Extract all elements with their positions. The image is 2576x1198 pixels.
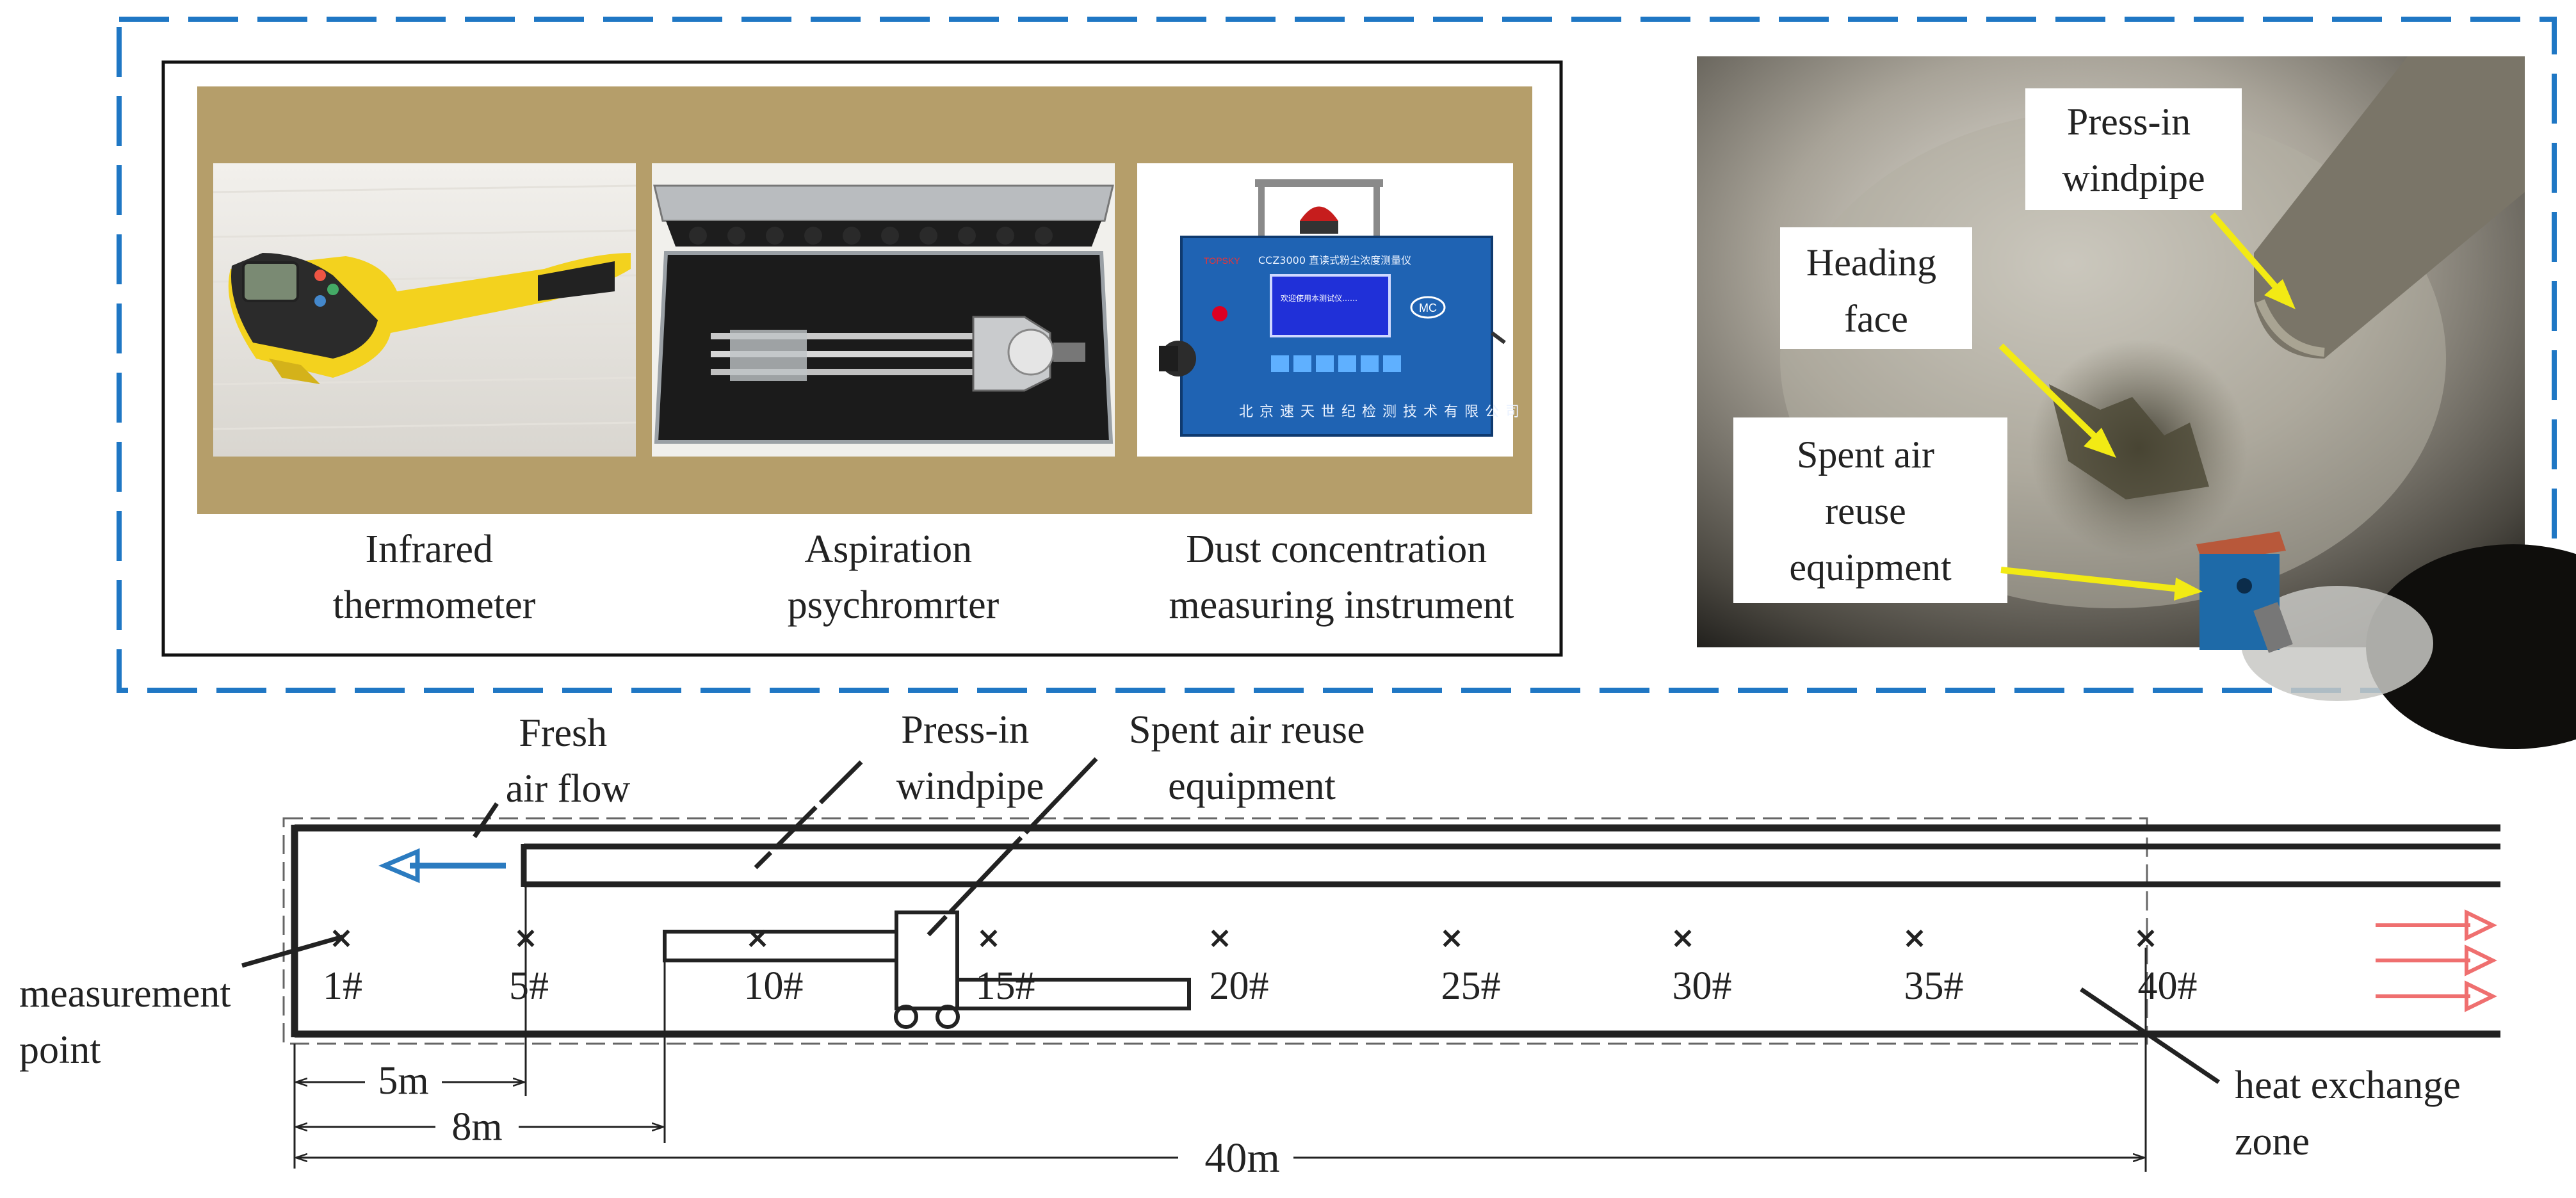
fresh-air-flow-arrow (378, 848, 506, 884)
point-35: × 35# (1902, 920, 1964, 1008)
svg-text:1#: 1# (323, 964, 362, 1008)
windpipe-leader (754, 760, 863, 870)
dust-meter-brand: TOPSKY (1204, 255, 1240, 266)
dust-meter-caption: Dust concentration measuring instrument (1169, 528, 1514, 627)
point-5: × 5# (509, 920, 549, 1008)
point-10: × 10# (744, 920, 804, 1008)
point-25: × 25# (1439, 920, 1501, 1008)
fresh-air-leader (473, 802, 499, 838)
site-photo-reuse-equipment (2196, 531, 2293, 653)
thermometer-caption: Infrared thermometer (333, 528, 536, 627)
svg-text:30#: 30# (1673, 964, 1732, 1008)
heat-exchange-zone-box (282, 817, 2148, 1045)
svg-text:40#: 40# (2138, 964, 2198, 1008)
instruments-panel: TOPSKY CCZ3000 直读式粉尘浓度测量仪 欢迎使用本测试仪…… MC … (161, 60, 1563, 657)
svg-text:×: × (745, 920, 770, 955)
point-20: × 20# (1208, 920, 1269, 1008)
point-1: × 1# (323, 920, 362, 1008)
dust-meter-model: CCZ3000 直读式粉尘浓度测量仪 (1258, 254, 1411, 266)
callout-press-in-windpipe: Press-in windpipe (2025, 88, 2296, 309)
heat-zone-leader (2080, 987, 2220, 1084)
dust-meter-maker: 北京速天世纪检测技术有限公司 (1239, 404, 1526, 420)
dust-meter-photo: TOPSKY CCZ3000 直读式粉尘浓度测量仪 欢迎使用本测试仪…… MC … (1137, 163, 1526, 457)
heat-outflow-arrows (2376, 909, 2497, 1012)
svg-text:×: × (1671, 920, 1696, 955)
svg-text:Press-in windpipe: Press-in windpipe (2062, 101, 2205, 199)
instrument-dashed-frame (117, 17, 2557, 693)
svg-text:Spent air reuse: Spent air reuse equipment (1789, 433, 1952, 588)
windpipe-label: Press-in windpipe (896, 708, 1044, 808)
svg-text:×: × (976, 920, 1001, 955)
measurement-point-label: measurement point (19, 972, 241, 1072)
site-photo: Press-in windpipe Heading face Spent air… (1697, 56, 2576, 749)
equipment-leader (927, 757, 1098, 937)
psychrometer-caption: Aspiration psychromrter (788, 528, 1000, 627)
fresh-air-flow-label: Fresh air flow (506, 711, 631, 811)
callout-reuse-equipment: Spent air reuse equipment (1733, 417, 2203, 603)
svg-text:15#: 15# (976, 964, 1035, 1008)
point-15: × 15# (976, 920, 1035, 1008)
svg-text:25#: 25# (1441, 964, 1501, 1008)
spent-air-reuse-equipment (663, 911, 1191, 1029)
svg-text:×: × (1439, 920, 1464, 955)
svg-text:MC: MC (1419, 302, 1437, 314)
svg-text:35#: 35# (1904, 964, 1964, 1008)
callout-heading-face: Heading face (1780, 227, 2116, 458)
tunnel-layout-diagram: × 1# × 5# × 10# × 15# × 20# × 25# (19, 708, 2500, 1183)
psychrometer-case-photo (652, 163, 1115, 457)
svg-text:20#: 20# (1210, 964, 1269, 1008)
svg-text:5#: 5# (509, 964, 549, 1008)
dust-meter-badge: MC (1410, 296, 1446, 319)
leader-lines (241, 757, 2220, 1084)
measurement-point-leader (241, 934, 343, 968)
svg-text:Heading face: Heading face (1806, 241, 1946, 340)
heat-exchange-zone-label: heat exchange zone (2235, 1064, 2470, 1163)
dimension-5m-label: 5m (378, 1059, 428, 1103)
point-30: × 30# (1671, 920, 1732, 1008)
reuse-equipment-label: Spent air reuse equipment (1129, 708, 1375, 808)
measurement-points: × 1# × 5# × 10# × 15# × 20# × 25# (323, 920, 2198, 1008)
site-photo-windpipe (2254, 56, 2525, 359)
svg-text:10#: 10# (744, 964, 804, 1008)
point-40: × 40# (2134, 920, 2198, 1008)
svg-text:×: × (1208, 920, 1233, 955)
dimension-8m-label: 8m (451, 1105, 502, 1149)
dimension-40m-label: 40m (1204, 1135, 1279, 1181)
dust-meter-screen-text: 欢迎使用本测试仪…… (1281, 293, 1357, 303)
infrared-thermometer-photo (213, 163, 636, 457)
svg-text:×: × (1902, 920, 1927, 955)
